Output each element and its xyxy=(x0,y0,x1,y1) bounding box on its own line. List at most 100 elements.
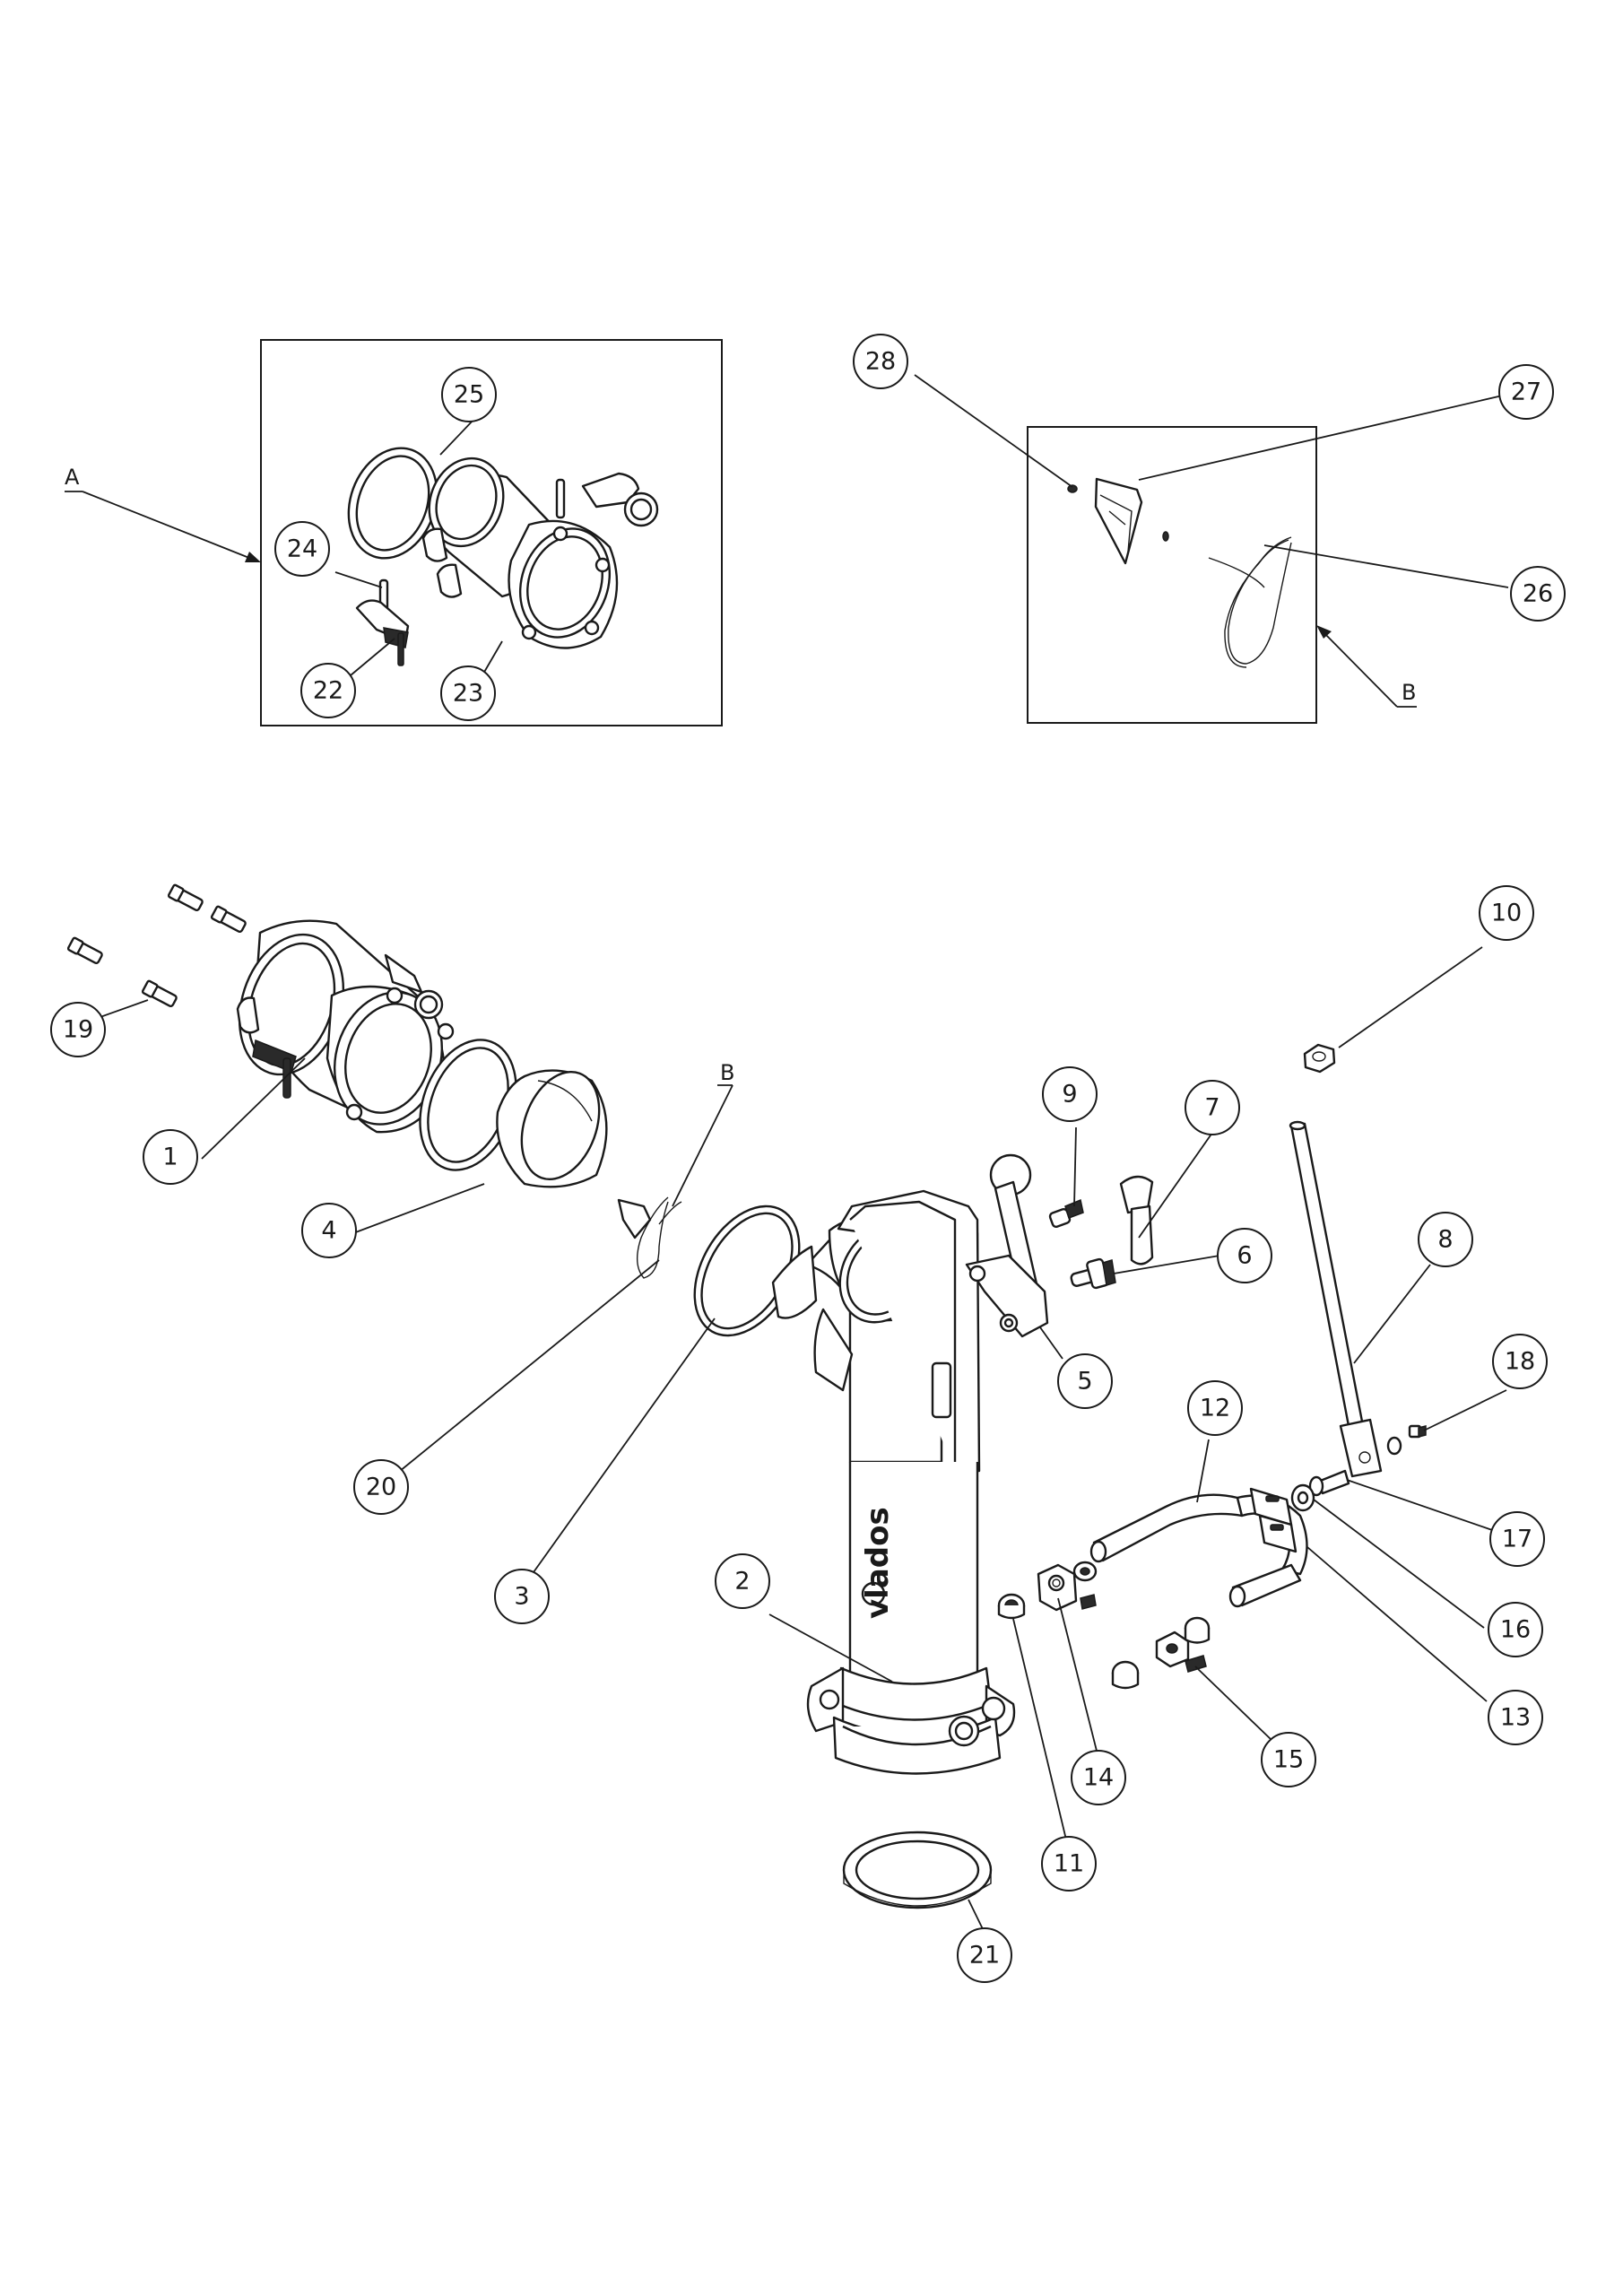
balloon-circle xyxy=(1418,1212,1473,1267)
balloon-number: 20 xyxy=(366,1474,396,1501)
callout-balloon-5: 5 xyxy=(1057,1353,1113,1409)
callout-balloon-3: 3 xyxy=(494,1569,550,1624)
coupling-assembly-1 xyxy=(236,919,455,1134)
balloon-number: 21 xyxy=(969,1942,1000,1970)
balloon-number: 7 xyxy=(1204,1094,1219,1122)
detail-frame-b xyxy=(1027,426,1317,724)
view-b-label: B xyxy=(1402,680,1416,705)
gasket-ring-3 xyxy=(693,1205,801,1337)
balloon-circle xyxy=(1041,1836,1097,1892)
view-a-leader xyxy=(82,491,259,562)
view-b-leader xyxy=(1319,628,1398,708)
callout-balloon-14: 14 xyxy=(1071,1750,1126,1805)
fitting-6 xyxy=(1070,1257,1116,1290)
callout-balloon-7: 7 xyxy=(1185,1080,1240,1135)
balloon-circle xyxy=(1492,1334,1548,1389)
balloon-number: 17 xyxy=(1502,1526,1532,1553)
balloon-number: 3 xyxy=(514,1583,529,1611)
seal-20 xyxy=(617,1196,682,1279)
callout-balloon-28: 28 xyxy=(853,334,908,389)
balloon-number: 16 xyxy=(1500,1616,1531,1644)
callout-balloon-19: 19 xyxy=(50,1002,106,1057)
callout-balloon-13: 13 xyxy=(1488,1690,1543,1745)
balloon-circle xyxy=(1185,1080,1240,1135)
callout-balloon-2: 2 xyxy=(715,1553,770,1609)
balloon-circle xyxy=(957,1927,1012,1983)
balloon-number: 19 xyxy=(63,1016,93,1044)
gasket-ring xyxy=(419,1039,517,1171)
balloon-circle xyxy=(274,521,330,577)
balloon-circle xyxy=(441,367,497,422)
balloon-circle xyxy=(1187,1380,1243,1436)
balloon-number: 6 xyxy=(1237,1242,1252,1270)
bolt-17 xyxy=(1308,1469,1350,1497)
balloon-circle xyxy=(1489,1511,1545,1567)
bracket-12 xyxy=(1089,1487,1308,1608)
callout-balloon-11: 11 xyxy=(1041,1836,1097,1892)
bolts-19 xyxy=(66,883,247,1008)
brand-logo: vlados xyxy=(860,1507,896,1619)
view-a-arrowhead xyxy=(245,552,261,562)
callout-balloon-23: 23 xyxy=(440,665,496,721)
detail-view-a: A xyxy=(65,339,723,726)
nut-10 xyxy=(1303,1043,1336,1074)
balloon-circle xyxy=(1479,885,1534,941)
balloon-circle xyxy=(715,1553,770,1609)
balloon-number: 1 xyxy=(162,1144,178,1171)
callout-balloon-15: 15 xyxy=(1261,1732,1316,1787)
callout-balloon-16: 16 xyxy=(1488,1602,1543,1657)
callout-balloon-18: 18 xyxy=(1492,1334,1548,1389)
balloon-circle xyxy=(494,1569,550,1624)
balloon-number: 13 xyxy=(1500,1704,1531,1732)
callout-balloon-20: 20 xyxy=(353,1459,409,1515)
balloon-number: 25 xyxy=(454,381,484,409)
callout-balloon-6: 6 xyxy=(1217,1228,1272,1283)
callout-balloon-10: 10 xyxy=(1479,885,1534,941)
balloon-number: 4 xyxy=(321,1217,336,1245)
balloon-circle xyxy=(50,1002,106,1057)
balloon-circle xyxy=(1042,1066,1098,1122)
main-body-2: vlados xyxy=(771,1189,1016,1775)
screw-18 xyxy=(1386,1424,1427,1456)
balloon-number: 24 xyxy=(287,535,317,563)
callout-balloon-21: 21 xyxy=(957,1927,1012,1983)
view-b-reference-label: B xyxy=(720,1060,734,1085)
bushings-15 xyxy=(1111,1616,1211,1690)
coupling-body-23 xyxy=(421,457,619,649)
balloon-circle xyxy=(440,665,496,721)
washer-16 xyxy=(1290,1483,1315,1512)
balloon-circle xyxy=(300,663,356,718)
callout-balloon-8: 8 xyxy=(1418,1212,1473,1267)
callout-balloon-24: 24 xyxy=(274,521,330,577)
view-a-label: A xyxy=(65,465,80,490)
balloon-number: 28 xyxy=(865,348,896,376)
bushing-11 xyxy=(997,1593,1026,1620)
balloon-circle xyxy=(1217,1228,1272,1283)
balloon-circle xyxy=(353,1459,409,1515)
callout-balloon-17: 17 xyxy=(1489,1511,1545,1567)
balloon-number: 15 xyxy=(1273,1746,1304,1774)
callout-balloon-1: 1 xyxy=(143,1129,198,1185)
balloon-circle xyxy=(301,1203,357,1258)
balloon-number: 18 xyxy=(1505,1348,1535,1376)
balloon-number: 12 xyxy=(1200,1395,1230,1422)
balloon-number: 11 xyxy=(1054,1850,1084,1878)
balloon-circle xyxy=(1261,1732,1316,1787)
seal-tag-27 xyxy=(1094,477,1169,565)
handle-5 xyxy=(965,1153,1049,1338)
callout-balloon-9: 9 xyxy=(1042,1066,1098,1122)
balloon-circle xyxy=(853,334,908,389)
callout-balloon-12: 12 xyxy=(1187,1380,1243,1436)
balloon-circle xyxy=(1057,1353,1113,1409)
balloon-number: 8 xyxy=(1437,1226,1453,1254)
balloon-circle xyxy=(1488,1690,1543,1745)
balloon-number: 10 xyxy=(1491,900,1522,927)
sleeve-4 xyxy=(496,1069,608,1188)
balloon-circle xyxy=(1071,1750,1126,1805)
detail-frame-a xyxy=(260,339,723,726)
clamp-block-14 xyxy=(1037,1561,1098,1612)
callout-balloon-22: 22 xyxy=(300,663,356,718)
balloon-number: 27 xyxy=(1511,378,1541,406)
